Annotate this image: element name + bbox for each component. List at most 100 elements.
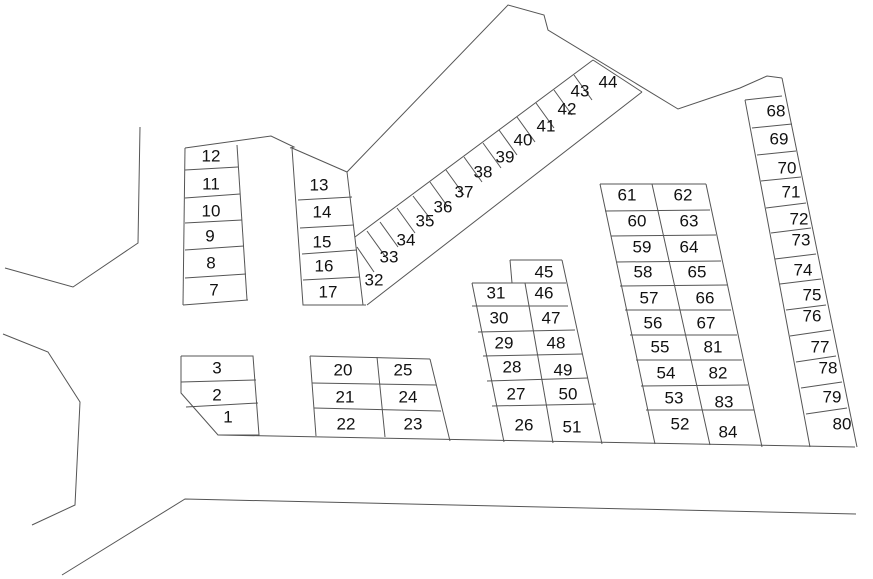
road-edge-upper-left: [4, 126, 141, 288]
slot-label-58: 58: [634, 262, 653, 281]
slot-divider: [604, 209, 711, 212]
slot-label-2: 2: [212, 385, 221, 404]
slot-divider: [592, 59, 643, 93]
block-7-12-edge: [182, 147, 186, 306]
slot-label-27: 27: [507, 384, 526, 403]
block-7-12-edge: [236, 144, 248, 301]
slot-label-9: 9: [205, 226, 214, 245]
slot-divider: [346, 171, 364, 306]
slot-divider: [705, 183, 763, 448]
slot-divider: [640, 384, 749, 387]
slot-divider: [184, 219, 243, 224]
slot-divider: [561, 259, 603, 445]
slot-label-10: 10: [202, 201, 221, 220]
slot-label-59: 59: [633, 237, 652, 256]
slot-label-78: 78: [819, 358, 838, 377]
slot-label-72: 72: [790, 209, 809, 228]
slot-label-69: 69: [770, 129, 789, 148]
map-outline: [2, 4, 858, 576]
slot-label-82: 82: [709, 363, 728, 382]
slot-divider: [651, 183, 711, 446]
slot-divider: [774, 253, 817, 260]
slot-label-55: 55: [651, 337, 670, 356]
slot-divider: [180, 379, 257, 383]
slot-label-61: 61: [618, 185, 637, 204]
slot-divider: [182, 299, 249, 306]
slot-label-3: 3: [212, 358, 221, 377]
slot-divider: [524, 282, 554, 444]
slot-label-62: 62: [674, 185, 693, 204]
slot-divider: [184, 193, 241, 199]
slot-label-45: 45: [535, 262, 554, 281]
slot-label-13: 13: [310, 175, 329, 194]
slot-label-11: 11: [202, 174, 220, 193]
slot-label-75: 75: [803, 285, 822, 304]
column-68-80-left: [744, 99, 811, 448]
slot-label-20: 20: [334, 360, 353, 379]
slot-divider: [396, 207, 416, 234]
slot-label-30: 30: [490, 308, 509, 327]
slot-label-84: 84: [719, 422, 738, 441]
slot-divider: [498, 129, 518, 156]
slot-divider: [800, 381, 843, 389]
slot-divider: [610, 234, 717, 237]
slot-label-24: 24: [399, 387, 418, 406]
slot-divider: [751, 123, 793, 129]
road-edge-bottom: [61, 498, 857, 576]
slot-divider: [429, 181, 449, 208]
slot-label-44: 44: [599, 72, 618, 91]
slot-divider: [765, 202, 807, 209]
slot-label-81: 81: [704, 337, 723, 356]
slot-divider: [311, 382, 437, 386]
slot-label-73: 73: [792, 230, 811, 249]
slot-label-15: 15: [313, 232, 332, 251]
slot-divider: [573, 74, 593, 101]
slot-divider: [429, 358, 451, 442]
slot-divider: [760, 176, 802, 182]
slot-label-17: 17: [319, 282, 338, 301]
diagonal-row-bottom: [366, 91, 643, 306]
slot-divider: [185, 402, 259, 408]
slot-divider: [482, 142, 502, 169]
slot-divider: [744, 95, 783, 101]
slot-divider: [184, 166, 239, 171]
slot-label-35: 35: [416, 211, 435, 230]
slot-divider: [412, 195, 433, 222]
slot-divider: [615, 260, 722, 263]
slot-divider: [779, 278, 822, 285]
diagonal-row-top: [354, 59, 594, 238]
slot-label-47: 47: [542, 308, 561, 327]
slot-label-53: 53: [665, 388, 684, 407]
slot-divider: [184, 273, 247, 279]
slot-label-60: 60: [628, 211, 647, 230]
slot-label-64: 64: [680, 237, 699, 256]
slot-label-28: 28: [503, 357, 522, 376]
slot-divider: [553, 89, 573, 116]
slot-divider: [509, 259, 513, 284]
slot-divider: [302, 276, 361, 281]
block-20-25-top: [309, 355, 431, 360]
slot-label-37: 37: [455, 182, 474, 201]
slot-label-38: 38: [474, 162, 493, 181]
slot-divider: [471, 282, 505, 443]
slot-divider: [291, 147, 348, 173]
slot-label-80: 80: [833, 414, 852, 433]
slot-label-42: 42: [558, 99, 577, 118]
slot-label-43: 43: [571, 81, 590, 100]
slot-label-40: 40: [514, 130, 533, 149]
slot-label-8: 8: [206, 253, 215, 272]
slot-label-74: 74: [794, 260, 813, 279]
slot-divider: [379, 221, 399, 248]
slot-label-83: 83: [715, 392, 734, 411]
slot-divider: [463, 156, 483, 183]
slot-divider: [491, 403, 597, 407]
slot-label-36: 36: [434, 197, 453, 216]
slot-label-79: 79: [823, 387, 842, 406]
slot-label-56: 56: [644, 313, 663, 332]
slot-divider: [477, 329, 576, 333]
slot-label-41: 41: [537, 116, 556, 135]
slot-divider: [535, 102, 555, 129]
block-7-12-top: [184, 135, 296, 149]
slot-divider: [805, 407, 848, 415]
